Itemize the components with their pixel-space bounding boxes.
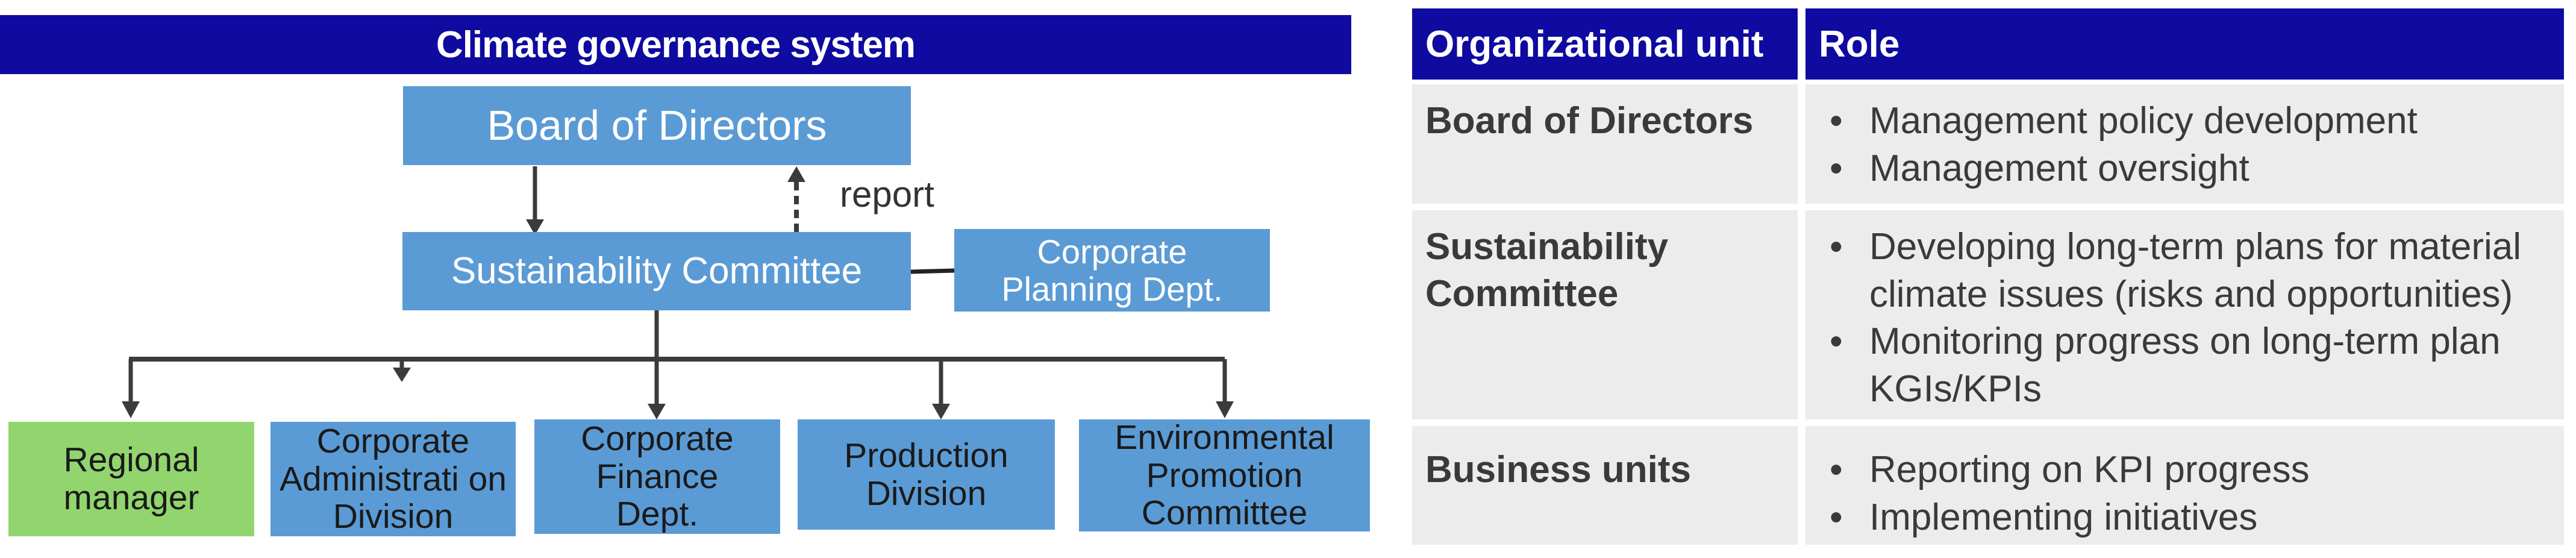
role-item: Management policy development — [1830, 98, 2564, 145]
report-arrowhead — [787, 166, 805, 182]
arrowhead-environment — [1216, 401, 1234, 418]
unit-corporate-administration: Corporate Administrati on Division — [270, 422, 516, 536]
board-of-directors-box: Board of Directors — [403, 86, 911, 165]
committee-planning-line — [910, 268, 955, 274]
board-to-committee-arrowhead — [526, 219, 544, 235]
arrowhead-production — [932, 404, 950, 419]
unit-production-division: Production Division — [798, 419, 1055, 530]
role-item: Reporting on KPI progress — [1830, 447, 2564, 494]
unit-environmental-promotion: Environmental Promotion Committee — [1079, 419, 1370, 532]
table-row-committee-unit: Sustainability Committee — [1412, 210, 1798, 419]
role-item: Implementing initiatives — [1830, 494, 2564, 542]
role-item: Developing long-term plans for material … — [1830, 224, 2564, 318]
table-row-board-unit: Board of Directors — [1412, 84, 1798, 204]
sustainability-committee-box: Sustainability Committee — [402, 232, 911, 310]
role-item: Management oversight — [1830, 145, 2564, 193]
table-row-committee-roles: Developing long-term plans for material … — [1805, 210, 2564, 419]
table-row-business-roles: Reporting on KPI progress Implementing i… — [1805, 426, 2564, 545]
unit-regional-manager: Regional manager — [8, 422, 254, 536]
role-item: Monitoring progress on long-term plan KG… — [1830, 318, 2564, 413]
table-header-unit: Organizational unit — [1412, 8, 1798, 80]
table-row-board-roles: Management policy development Management… — [1805, 84, 2564, 204]
arrowhead-admin — [393, 368, 411, 382]
table-row-business-unit: Business units — [1412, 426, 1798, 545]
arrowhead-regional — [122, 401, 140, 418]
report-label: report — [840, 174, 934, 215]
connector-lines — [122, 166, 1234, 419]
arrowhead-finance — [648, 404, 666, 419]
unit-corporate-finance: Corporate Finance Dept. — [534, 419, 780, 534]
table-header-role: Role — [1805, 8, 2564, 80]
corporate-planning-box: Corporate Planning Dept. — [954, 229, 1270, 312]
diagram-title: Climate governance system — [0, 15, 1351, 74]
